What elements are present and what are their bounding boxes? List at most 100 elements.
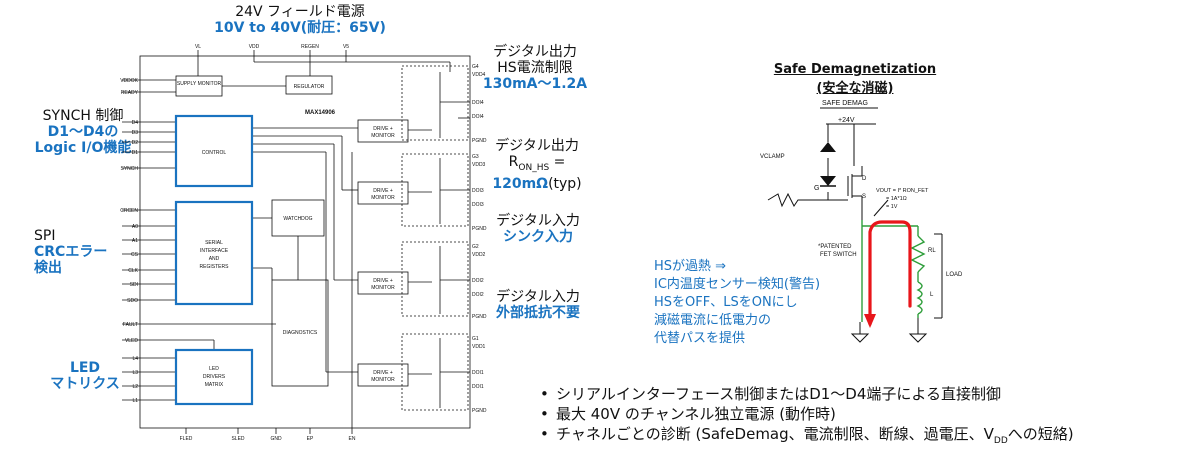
- pin-l4: L4: [132, 356, 138, 362]
- rl-label: RL: [928, 248, 936, 254]
- vclamp-label: VCLAMP: [760, 154, 785, 160]
- supply-label: +24V: [838, 117, 855, 124]
- pin-a0: A0: [132, 224, 138, 230]
- digital-in-ext-annotation: デジタル入力 外部抵抗不要: [478, 289, 598, 321]
- watchdog-label: WATCHDOG: [283, 216, 312, 222]
- spi-label: SPI: [34, 228, 56, 244]
- serial-label-1: SERIAL: [205, 240, 223, 246]
- led-drivers-label-3: MATRIX: [205, 382, 224, 388]
- pin-vdd1: VDD1: [472, 344, 486, 350]
- pin-en: EN: [349, 436, 356, 442]
- safe-demag-circuit: SAFE DEMAG +24V VCLAMP G D S VOUT = I* R…: [760, 100, 963, 343]
- spi-line3: 検出: [34, 260, 62, 276]
- safe-demag-title-block: Safe Demagnetization (安全な消磁): [770, 62, 940, 96]
- pin-regen: REGEN: [301, 44, 319, 50]
- safe-demag-subtitle: (安全な消磁): [816, 81, 894, 96]
- pin-pgnd1: PGND: [472, 408, 487, 414]
- pin-ready: READY: [121, 90, 139, 96]
- regulator-label: REGULATOR: [294, 84, 325, 90]
- synch-line3: Logic I/O機能: [34, 140, 132, 156]
- g-label: G: [814, 185, 819, 192]
- synch-annotation: SYNCH 制御 D1～D4の Logic I/O機能: [24, 108, 142, 156]
- digital-in-sink-value: シンク入力: [503, 229, 573, 245]
- pin-doi3-a: DOI3: [472, 188, 484, 194]
- pin-g2: G2: [472, 244, 479, 250]
- s-label: S: [862, 194, 866, 200]
- pin-crcen: CRCEN: [120, 208, 138, 214]
- pin-doi2-b: DOI2: [472, 292, 484, 298]
- ron-symbol: RON_HS =: [508, 154, 566, 173]
- note-line-5: 代替パスを提供: [654, 331, 746, 346]
- pin-vdd: VDD: [249, 44, 260, 50]
- field-supply-annotation: 24V フィールド電源 10V to 40V(耐圧：65V): [200, 4, 400, 36]
- demag-current-path: [868, 220, 912, 326]
- pin-sdi: SDI: [130, 282, 138, 288]
- led-drivers-block: [174, 348, 254, 406]
- pin-vl: VL: [195, 44, 201, 50]
- digital-out-ron-label: デジタル出力: [495, 138, 579, 154]
- pin-g1: G1: [472, 336, 479, 342]
- note-line-4: 減磁電流に低電力の: [654, 313, 772, 328]
- led-drivers-label-2: DRIVERS: [203, 374, 226, 380]
- pin-vddok: VDDOK: [120, 78, 138, 84]
- supply-monitor-label: SUPPLY MONITOR: [177, 81, 222, 87]
- safe-demag-diagram-label: SAFE DEMAG: [822, 100, 868, 107]
- d-label: D: [862, 176, 867, 182]
- led-line2: マトリクス: [50, 376, 120, 392]
- pin-d2: D2: [132, 140, 139, 146]
- chip-name-label: MAX14906: [305, 110, 336, 116]
- spi-line2: CRCエラー: [34, 244, 108, 260]
- pin-clk: CLK: [128, 268, 138, 274]
- serial-label-2: INTERFACE: [200, 248, 229, 254]
- digital-in-ext-value: 外部抵抗不要: [496, 305, 580, 321]
- pin-cs: CS: [131, 252, 139, 258]
- control-block: [174, 114, 254, 188]
- output-stage-3: [401, 153, 470, 227]
- drive-monitor-3-a: DRIVE +: [373, 188, 393, 194]
- pin-pgnd3: PGND: [472, 226, 487, 232]
- drive-monitor-1-a: DRIVE +: [373, 370, 393, 376]
- digital-out-ron-annotation: デジタル出力 RON_HS = 120mΩ(typ): [474, 138, 600, 192]
- output-stage-1: [401, 333, 470, 411]
- pin-l3: L3: [132, 370, 138, 376]
- synch-line2: D1～D4の: [47, 124, 119, 140]
- digital-out-hs-annotation: デジタル出力 HS電流制限 130mA～1.2A: [480, 44, 590, 92]
- bullet-item: 最大 40V のチャンネル独立電源 (動作時): [536, 404, 1074, 424]
- spi-annotation: SPI CRCエラー 検出: [34, 228, 107, 276]
- patented-1: *PATENTED: [818, 244, 852, 250]
- drive-monitor-2-b: MONITOR: [371, 285, 395, 291]
- note-line-1: HSが過熱 ⇒: [654, 259, 727, 274]
- note-line-2: IC内温度センサー検知(警告): [654, 277, 821, 292]
- pin-l2: L2: [132, 384, 138, 390]
- pin-sdo: SDO: [127, 298, 138, 304]
- l-label: L: [930, 292, 934, 298]
- field-supply-range: 10V to 40V(耐圧：65V): [214, 20, 386, 36]
- load-label: LOAD: [946, 272, 963, 278]
- pin-g4: G4: [472, 64, 479, 70]
- serial-interface-block: [174, 200, 254, 306]
- vout-eq-3: = 1V: [886, 204, 898, 210]
- safe-demag-title: Safe Demagnetization: [773, 62, 937, 77]
- vout-eq-1: VOUT = I* RON_FET: [876, 188, 929, 194]
- pin-vdd2: VDD2: [472, 252, 486, 258]
- pin-doi4-a: DOI4: [472, 100, 484, 106]
- led-drivers-label-1: LED: [209, 366, 219, 372]
- drive-monitor-4-b: MONITOR: [371, 133, 395, 139]
- safe-demag-note: HSが過熱 ⇒ IC内温度センサー検知(警告) HSをOFF、LSをONにし 減…: [654, 258, 820, 348]
- drive-monitor-3-b: MONITOR: [371, 195, 395, 201]
- led-annotation: LED マトリクス: [40, 360, 130, 392]
- pin-d1: D1: [132, 150, 139, 156]
- pin-g3: G3: [472, 154, 479, 160]
- output-stage-2: [401, 241, 470, 317]
- pin-v5: V5: [343, 44, 349, 50]
- vout-eq-2: = 1A*1Ω: [886, 196, 907, 202]
- digital-in-ext-label: デジタル入力: [496, 289, 580, 305]
- pin-doi2-a: DOI2: [472, 278, 484, 284]
- control-label: CONTROL: [202, 150, 227, 156]
- pin-pgnd2: PGND: [472, 314, 487, 320]
- drive-monitor-4-a: DRIVE +: [373, 126, 393, 132]
- pin-ep: EP: [307, 436, 314, 442]
- pin-fled: FLED: [180, 436, 193, 442]
- pin-sled: SLED: [231, 436, 244, 442]
- pin-fault: FAULT: [123, 322, 138, 328]
